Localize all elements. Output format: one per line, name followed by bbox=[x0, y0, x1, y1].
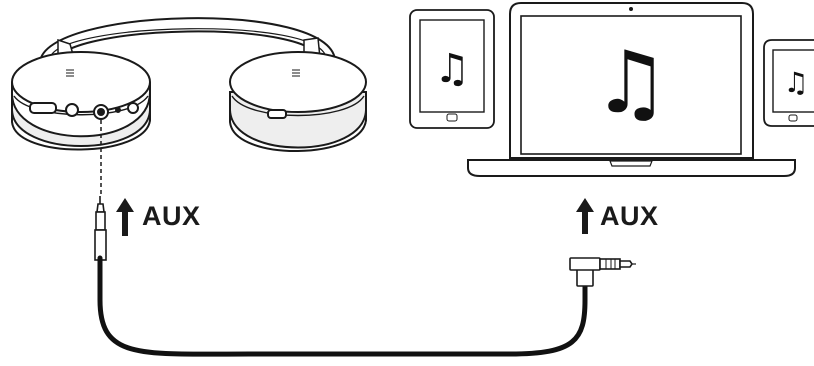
left-ear-cup bbox=[10, 51, 151, 151]
arrow-up-left bbox=[116, 198, 134, 236]
aux-label-right: AUX bbox=[600, 201, 659, 231]
power-slider bbox=[29, 102, 57, 114]
music-note-icon: ♫ bbox=[783, 66, 808, 99]
button bbox=[65, 103, 79, 117]
aux-cable bbox=[97, 255, 588, 357]
headphones bbox=[10, 17, 367, 152]
laptop bbox=[467, 2, 796, 177]
arrow-up-right bbox=[576, 198, 594, 234]
music-note-icon: ♫ bbox=[592, 33, 669, 133]
right-angled-plug bbox=[569, 257, 636, 287]
tablet-left bbox=[409, 9, 495, 129]
right-ear-cup bbox=[229, 51, 367, 152]
aux-label-left: AUX bbox=[142, 201, 201, 231]
music-note-icon: ♫ bbox=[434, 46, 470, 92]
left-straight-plug bbox=[94, 196, 107, 261]
right-slider bbox=[267, 109, 287, 119]
usb-port bbox=[127, 102, 139, 114]
tablet-right bbox=[763, 39, 814, 127]
